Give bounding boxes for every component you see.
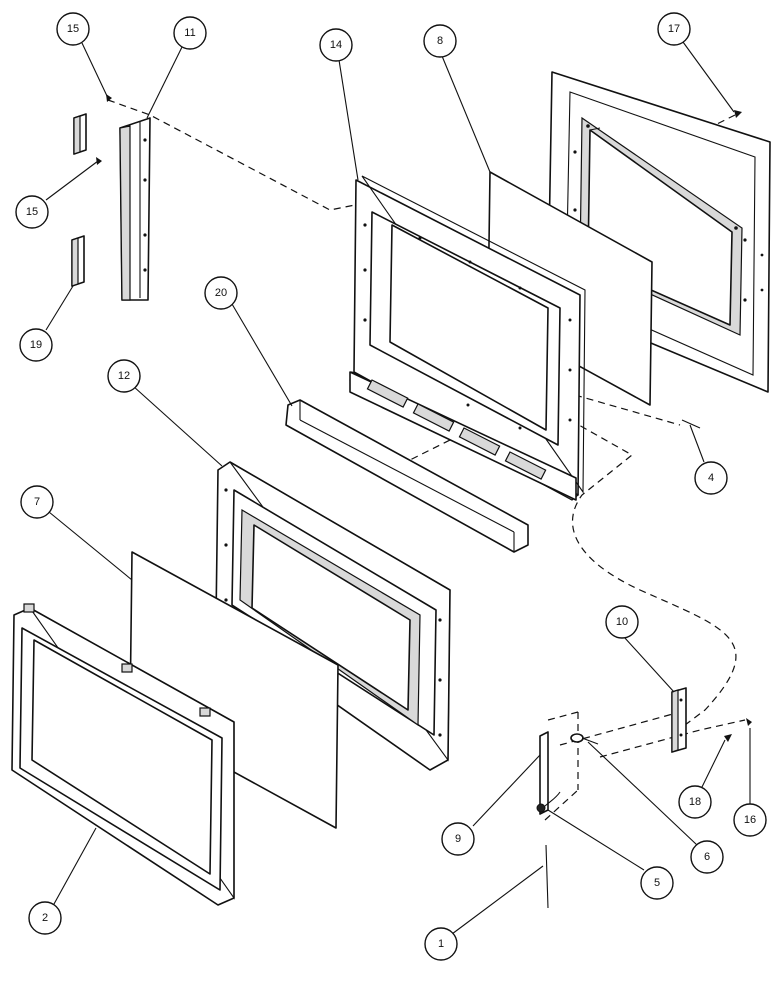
callout-label: 5: [654, 877, 660, 889]
callout-circle: [15, 195, 49, 229]
callout-circle: [204, 276, 238, 310]
callout-label: 8: [437, 35, 443, 47]
callout-label: 15: [67, 23, 79, 35]
part-1-rod: [545, 844, 549, 909]
part-14-inner-door-frame: [349, 175, 586, 501]
part-12-outer-door-frame: [215, 461, 451, 771]
callout-8: 8: [423, 24, 457, 58]
part-7-glass-panel: [129, 551, 339, 829]
callout-label: 18: [689, 796, 701, 808]
part-6-latch: [570, 733, 599, 745]
callout-circle: [657, 12, 691, 46]
part-18-screw: [724, 734, 732, 742]
spacer-block-upper: [73, 113, 87, 155]
part-15-screws: [96, 94, 112, 165]
part-17-screw: [734, 110, 742, 118]
callout-circle: [56, 12, 90, 46]
part-11-hinge-bracket: [119, 117, 151, 301]
callout-circle: [173, 16, 207, 50]
leader-lines: [45, 41, 751, 935]
callout-5: 5: [640, 866, 674, 900]
callout-14: 14: [319, 28, 353, 62]
part-16-screw: [746, 718, 752, 726]
callout-label: 7: [34, 496, 40, 508]
callout-16: 16: [733, 803, 767, 837]
part-2-door-front-frame: [11, 603, 235, 906]
part-20-trim-channel: [285, 399, 529, 553]
callout-4: 4: [694, 461, 728, 495]
callout-label: 12: [118, 370, 130, 382]
callout-label: 10: [616, 616, 628, 628]
part-9-bracket: [539, 731, 549, 815]
callout-label: 11: [184, 27, 195, 39]
callout-circle: [319, 28, 353, 62]
callout-20: 20: [204, 276, 238, 310]
callout-circle: [733, 803, 767, 837]
callout-label: 20: [215, 287, 227, 299]
callout-label: 2: [42, 912, 48, 924]
callout-17: 17: [657, 12, 691, 46]
callout-circle: [19, 328, 53, 362]
callout-12: 12: [107, 359, 141, 393]
callout-circle: [28, 901, 62, 935]
callout-circle: [640, 866, 674, 900]
callout-label: 9: [455, 833, 461, 845]
callout-18: 18: [678, 785, 712, 819]
callout-label: 17: [668, 23, 680, 35]
callout-11: 11: [173, 16, 207, 50]
callout-circle: [605, 605, 639, 639]
callout-1: 1: [424, 927, 458, 961]
callout-15b: 15: [15, 195, 49, 229]
callout-label: 1: [438, 938, 444, 950]
callout-circle: [423, 24, 457, 58]
callout-label: 19: [30, 339, 42, 351]
callout-label: 15: [26, 206, 38, 218]
callout-label: 16: [744, 814, 756, 826]
callout-circle: [441, 822, 475, 856]
callout-label: 14: [330, 39, 342, 51]
callout-6: 6: [690, 840, 724, 874]
callout-label: 4: [708, 472, 714, 484]
callout-circle: [690, 840, 724, 874]
callout-circle: [20, 485, 54, 519]
callout-15a: 15: [56, 12, 90, 46]
callout-9: 9: [441, 822, 475, 856]
callout-7: 7: [20, 485, 54, 519]
callout-label: 6: [704, 851, 710, 863]
callout-circle: [694, 461, 728, 495]
part-5-spring: [536, 791, 561, 813]
part-19-spacer-block: [71, 235, 85, 287]
callout-circle: [107, 359, 141, 393]
callout-19: 19: [19, 328, 53, 362]
callout-circle: [424, 927, 458, 961]
callout-circle: [678, 785, 712, 819]
callout-2: 2: [28, 901, 62, 935]
part-10-latch-bracket: [671, 687, 687, 753]
callout-10: 10: [605, 605, 639, 639]
part-4-pin: [681, 419, 701, 429]
